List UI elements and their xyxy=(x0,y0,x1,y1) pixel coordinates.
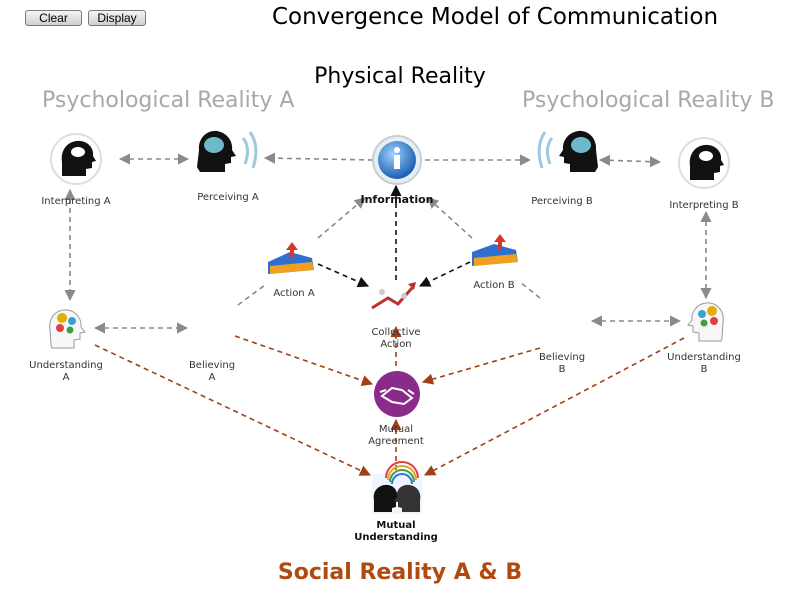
arrow-action-b-info xyxy=(427,197,473,239)
action-icon-b xyxy=(472,234,518,266)
head-icon-understanding-b xyxy=(687,302,724,342)
head-icon-interpreting-b xyxy=(678,137,730,189)
social-reality-label: Social Reality A & B xyxy=(277,560,523,585)
arrow-action-a-collective xyxy=(317,263,370,288)
arrow-info-perc-a xyxy=(263,152,374,164)
head-icon-interpreting-a xyxy=(50,133,102,185)
arrow-believ-action-a xyxy=(237,284,266,306)
head-icon-perceiving-a xyxy=(197,130,258,172)
physical-reality-label: Physical Reality xyxy=(314,64,486,89)
action-a-label: Action A xyxy=(273,288,315,299)
handshake-icon xyxy=(374,371,420,417)
interpreting-b-label: Interpreting B xyxy=(669,200,739,211)
perceiving-a-label: Perceiving A xyxy=(197,192,259,203)
arrow-action-a-info xyxy=(317,197,366,239)
arrow-under-a-mutual xyxy=(94,344,372,476)
collective-action-icon xyxy=(371,282,416,310)
head-icon-perceiving-b xyxy=(537,130,598,172)
arrow-action-b-collective xyxy=(418,261,471,287)
information-label: Information xyxy=(360,193,434,206)
action-icon-a xyxy=(268,242,314,274)
arrow-believ-a-agreement xyxy=(234,335,374,386)
arrow-under-b-mutual xyxy=(424,337,685,476)
arrow-perc-interp-b xyxy=(598,154,662,168)
arrow-believ-b-action xyxy=(519,281,541,299)
arrow-believ-b-agreement xyxy=(421,347,541,385)
action-b-label: Action B xyxy=(473,280,515,291)
psychological-reality-a-label: Psychological Reality A xyxy=(42,88,295,113)
clear-button[interactable]: Clear xyxy=(25,10,82,26)
head-icon-understanding-a xyxy=(49,309,86,349)
diagram-title: Convergence Model of Communication xyxy=(271,4,719,30)
perceiving-b-label: Perceiving B xyxy=(531,196,593,207)
info-icon xyxy=(372,135,422,185)
mutual-understanding-icon xyxy=(372,461,422,514)
interpreting-a-label: Interpreting A xyxy=(41,196,111,207)
psychological-reality-b-label: Psychological Reality B xyxy=(522,88,775,113)
display-button[interactable]: Display xyxy=(88,10,146,26)
